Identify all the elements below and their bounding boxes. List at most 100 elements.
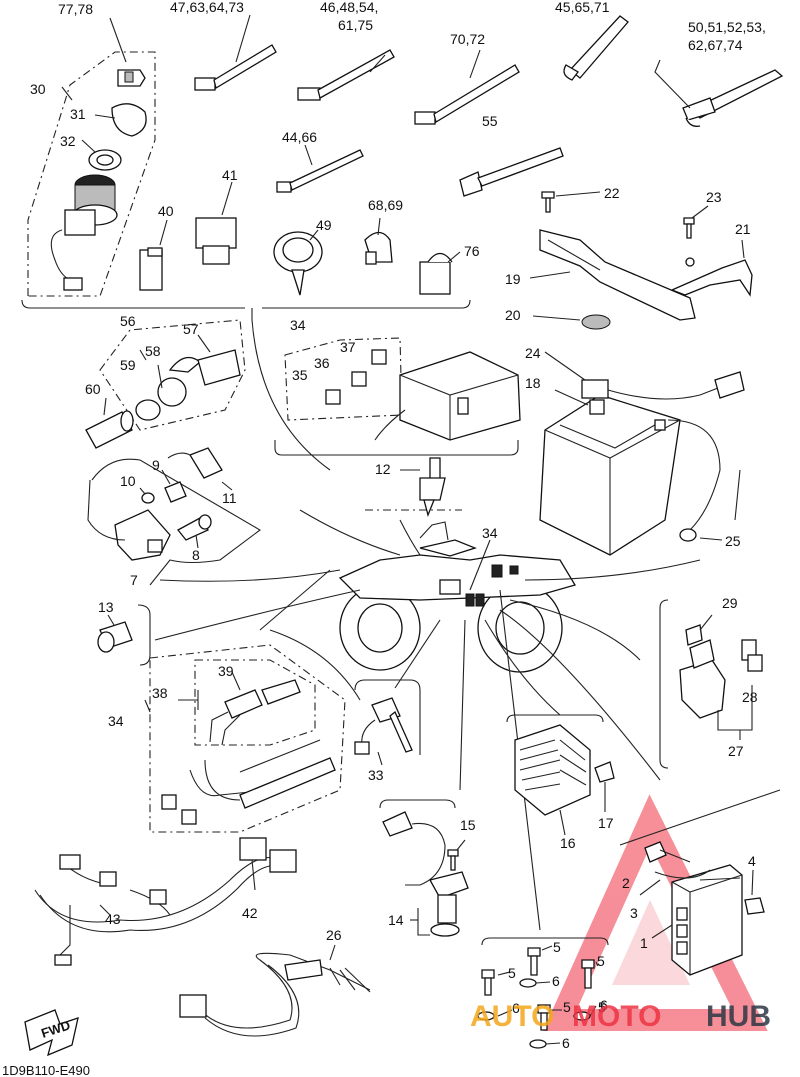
callout-17: 17 (598, 815, 614, 831)
callout-46-48-54: 46,48,54, (320, 0, 378, 15)
callout-13: 13 (98, 599, 114, 615)
watermark-moto: MOTO (572, 1000, 661, 1033)
battery-bracket-icon (529, 191, 753, 330)
washer-icon (477, 978, 591, 1049)
atv-vehicle-icon (338, 521, 576, 673)
callout-21: 21 (735, 221, 751, 237)
callout-8: 8 (192, 547, 200, 563)
spark-plug-icon (365, 457, 462, 518)
callout-34-harness: 34 (108, 713, 124, 729)
watermark-text: AUTO MOTO HUB (470, 1000, 771, 1033)
callout-57: 57 (183, 321, 199, 337)
nut-icon (88, 149, 122, 171)
callout-11: 11 (222, 490, 237, 506)
cable-tie-45 (563, 15, 629, 81)
callout-44-66: 44,66 (282, 129, 317, 145)
callout-37: 37 (340, 339, 356, 355)
battery-cable-24 (544, 351, 745, 400)
callout-5-e: 5 (598, 999, 606, 1015)
clamp-76-icon (419, 251, 461, 295)
switch-33-icon (354, 679, 421, 766)
callout-16: 16 (560, 835, 576, 851)
callout-38: 38 (152, 685, 168, 701)
callout-36: 36 (314, 355, 330, 371)
bolt-icon (481, 947, 595, 1031)
callout-56: 56 (120, 313, 136, 329)
callout-4: 4 (748, 853, 756, 869)
callout-58: 58 (145, 343, 161, 359)
callout-39: 39 (218, 663, 234, 679)
rectifier-regulator-icon (506, 714, 615, 836)
callout-1: 1 (640, 935, 648, 951)
lead-harness-icon (179, 944, 371, 1037)
main-switch-assembly (27, 17, 156, 297)
callout-40: 40 (158, 203, 174, 219)
callout-70-72: 70,72 (450, 31, 485, 47)
callout-5-c: 5 (597, 953, 605, 969)
callout-42: 42 (242, 905, 258, 921)
callout-34-center: 34 (482, 525, 498, 541)
short-leaders (654, 59, 691, 109)
callout-23: 23 (706, 189, 722, 205)
cable-tie-55 (459, 147, 564, 197)
callout-2: 2 (622, 875, 630, 891)
callout-27: 27 (728, 743, 744, 759)
speed-sensor-assembly (379, 799, 469, 937)
sub-harness-assembly (144, 644, 346, 833)
callout-labels: 77,78 30 31 32 47,63,64,73 46,48,54, 61,… (30, 0, 766, 1051)
battery-cable-25 (667, 419, 741, 542)
callout-18: 18 (525, 375, 541, 391)
fuse-box-assembly (274, 337, 521, 456)
callout-61-75: 61,75 (338, 17, 373, 33)
cable-tie-44 (276, 144, 364, 193)
callout-35: 35 (292, 367, 308, 383)
cable-tie-47 (194, 14, 277, 91)
connector-40-icon (139, 219, 168, 291)
cable-tie-50 (682, 69, 784, 127)
key-icon (111, 69, 147, 137)
top-accessory-group (21, 299, 471, 471)
callout-5-a: 5 (553, 939, 561, 955)
callout-43: 43 (105, 911, 121, 927)
callout-68-69: 68,69 (368, 197, 403, 213)
callout-5-d: 5 (563, 999, 571, 1015)
callout-14: 14 (388, 912, 404, 928)
callout-55: 55 (482, 113, 498, 129)
callout-49: 49 (316, 217, 332, 233)
callout-5-b: 5 (508, 965, 516, 981)
callout-33: 33 (368, 767, 384, 783)
main-harness-icon (34, 837, 297, 966)
callout-76: 76 (464, 243, 480, 259)
clamp-49-icon (273, 229, 323, 296)
callout-3: 3 (630, 905, 638, 921)
socket-assembly (85, 319, 246, 449)
starter-relay-assembly (659, 599, 763, 769)
callout-20: 20 (505, 307, 521, 323)
callout-28: 28 (742, 689, 758, 705)
watermark-hub: HUB (706, 1000, 771, 1033)
callout-6-c: 6 (600, 997, 608, 1013)
callout-59: 59 (120, 357, 136, 373)
callout-30: 30 (30, 81, 46, 97)
forward-arrow-icon: FWD (24, 1009, 79, 1057)
callout-24: 24 (525, 345, 541, 361)
ignition-switch-icon (50, 174, 118, 291)
clamp-68-icon (364, 217, 393, 265)
callout-6-d: 6 (562, 1035, 570, 1051)
callout-6-a: 6 (552, 973, 560, 989)
callout-50-51-52-53: 50,51,52,53, (688, 19, 766, 35)
callout-22: 22 (604, 185, 620, 201)
callout-25: 25 (725, 533, 741, 549)
cable-tie-46 (297, 49, 395, 101)
callout-41: 41 (222, 167, 238, 183)
callout-19: 19 (505, 271, 521, 287)
callout-15: 15 (460, 817, 476, 833)
callout-77-78: 77,78 (58, 1, 93, 17)
callout-10: 10 (120, 473, 136, 489)
watermark-auto: AUTO (470, 1000, 554, 1033)
fastener-group (477, 937, 609, 1049)
callout-45-65-71: 45,65,71 (555, 0, 610, 15)
callout-7: 7 (130, 572, 138, 588)
cdi-unit-assembly (619, 789, 781, 976)
